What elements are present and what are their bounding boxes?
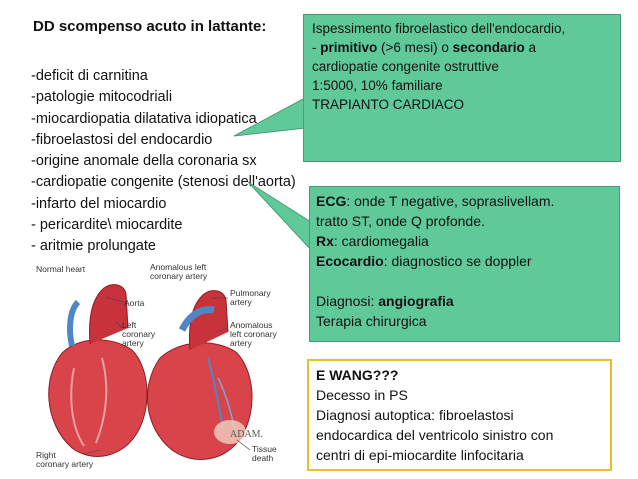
anomalous-label-1: Anomalous: [230, 320, 273, 330]
list-item: -miocardiopatia dilatativa idiopatica: [31, 110, 257, 127]
list-item: - pericardite\ miocardite: [31, 217, 183, 234]
right-coronary-label-2: coronary artery: [36, 459, 94, 469]
differential-diagnosis-list: -deficit di carnitina -patologie mitocod…: [31, 66, 296, 258]
case-line: Diagnosi autoptica: fibroelastosi: [316, 407, 514, 423]
adam-logo: ADAM.: [230, 429, 264, 440]
left-coronary-label-3: artery: [122, 338, 144, 348]
callout2-tail: [247, 181, 312, 252]
callout1-tail: [233, 97, 306, 137]
callout-line: Ispessimento fibroelastico dell'endocard…: [312, 21, 566, 36]
leader-lines: [83, 296, 251, 455]
fibroelastosis-callout: Ispessimento fibroelastico dell'endocard…: [303, 14, 621, 162]
pulmonary-label-2: artery: [230, 297, 252, 307]
anomalous-title-1: Anomalous left: [150, 262, 207, 272]
callout-line: TRAPIANTO CARDIACO: [312, 97, 465, 112]
ecg-line: ECG: onde T negative, sopraslivellam.: [316, 193, 555, 209]
rx-line: Rx: cardiomegalia: [316, 233, 429, 249]
case-box: E WANG??? Decesso in PS Diagnosi autopti…: [307, 359, 612, 471]
callout-line: 1:5000, 10% familiare: [312, 78, 443, 93]
list-item: -origine anomale della coronaria sx: [31, 153, 257, 170]
anomalous-title-2: coronary artery: [150, 271, 208, 281]
coronary-diagnosis-callout: ECG: onde T negative, sopraslivellam. tr…: [309, 186, 620, 342]
anomalous-label-3: artery: [230, 338, 252, 348]
list-item: -infarto del miocardio: [31, 195, 167, 212]
diagnosis-line: Diagnosi: angiografia: [316, 293, 454, 309]
callout-line: - primitivo (>6 mesi) o secondario a: [312, 40, 536, 55]
callout-line: cardiopatie congenite ostruttive: [312, 59, 499, 74]
anomalous-label-2: left coronary: [230, 329, 277, 339]
normal-heart-label: Normal heart: [36, 264, 86, 274]
anomalous-heart-shape: [147, 290, 253, 460]
heart-illustration: Normal heart Anomalous left coronary art…: [32, 258, 282, 471]
therapy-line: Terapia chirurgica: [316, 313, 427, 329]
left-coronary-label-2: coronary: [122, 329, 156, 339]
eco-line: Ecocardio: diagnostico se doppler: [316, 253, 532, 269]
case-line: endocardica del ventricolo sinistro con: [316, 427, 554, 443]
list-item: - aritmie prolungate: [31, 238, 156, 255]
list-item: -deficit di carnitina: [31, 68, 148, 84]
case-title: E WANG???: [316, 367, 399, 383]
list-item: -cardiopatie congenite (stenosi dell'aor…: [31, 174, 296, 191]
aorta-label: Aorta: [124, 298, 145, 308]
right-coronary-label-1: Right: [36, 450, 56, 460]
heart-drawing: [48, 284, 253, 460]
case-line: Decesso in PS: [316, 387, 408, 403]
case-line: centri di epi-miocardite linfocitaria: [316, 447, 524, 463]
tissue-label-2: death: [252, 453, 274, 463]
tissue-label-1: Tissue: [252, 444, 277, 454]
normal-heart-shape: [48, 284, 148, 457]
left-coronary-label-1: Left: [122, 320, 137, 330]
ecg-line-2: tratto ST, onde Q profonde.: [316, 213, 485, 229]
slide-title: DD scompenso acuto in lattante:: [33, 18, 267, 35]
list-item: -patologie mitocodriali: [31, 89, 173, 106]
pulmonary-label-1: Pulmonary: [230, 288, 271, 298]
list-item: -fibroelastosi del endocardio: [31, 131, 213, 148]
